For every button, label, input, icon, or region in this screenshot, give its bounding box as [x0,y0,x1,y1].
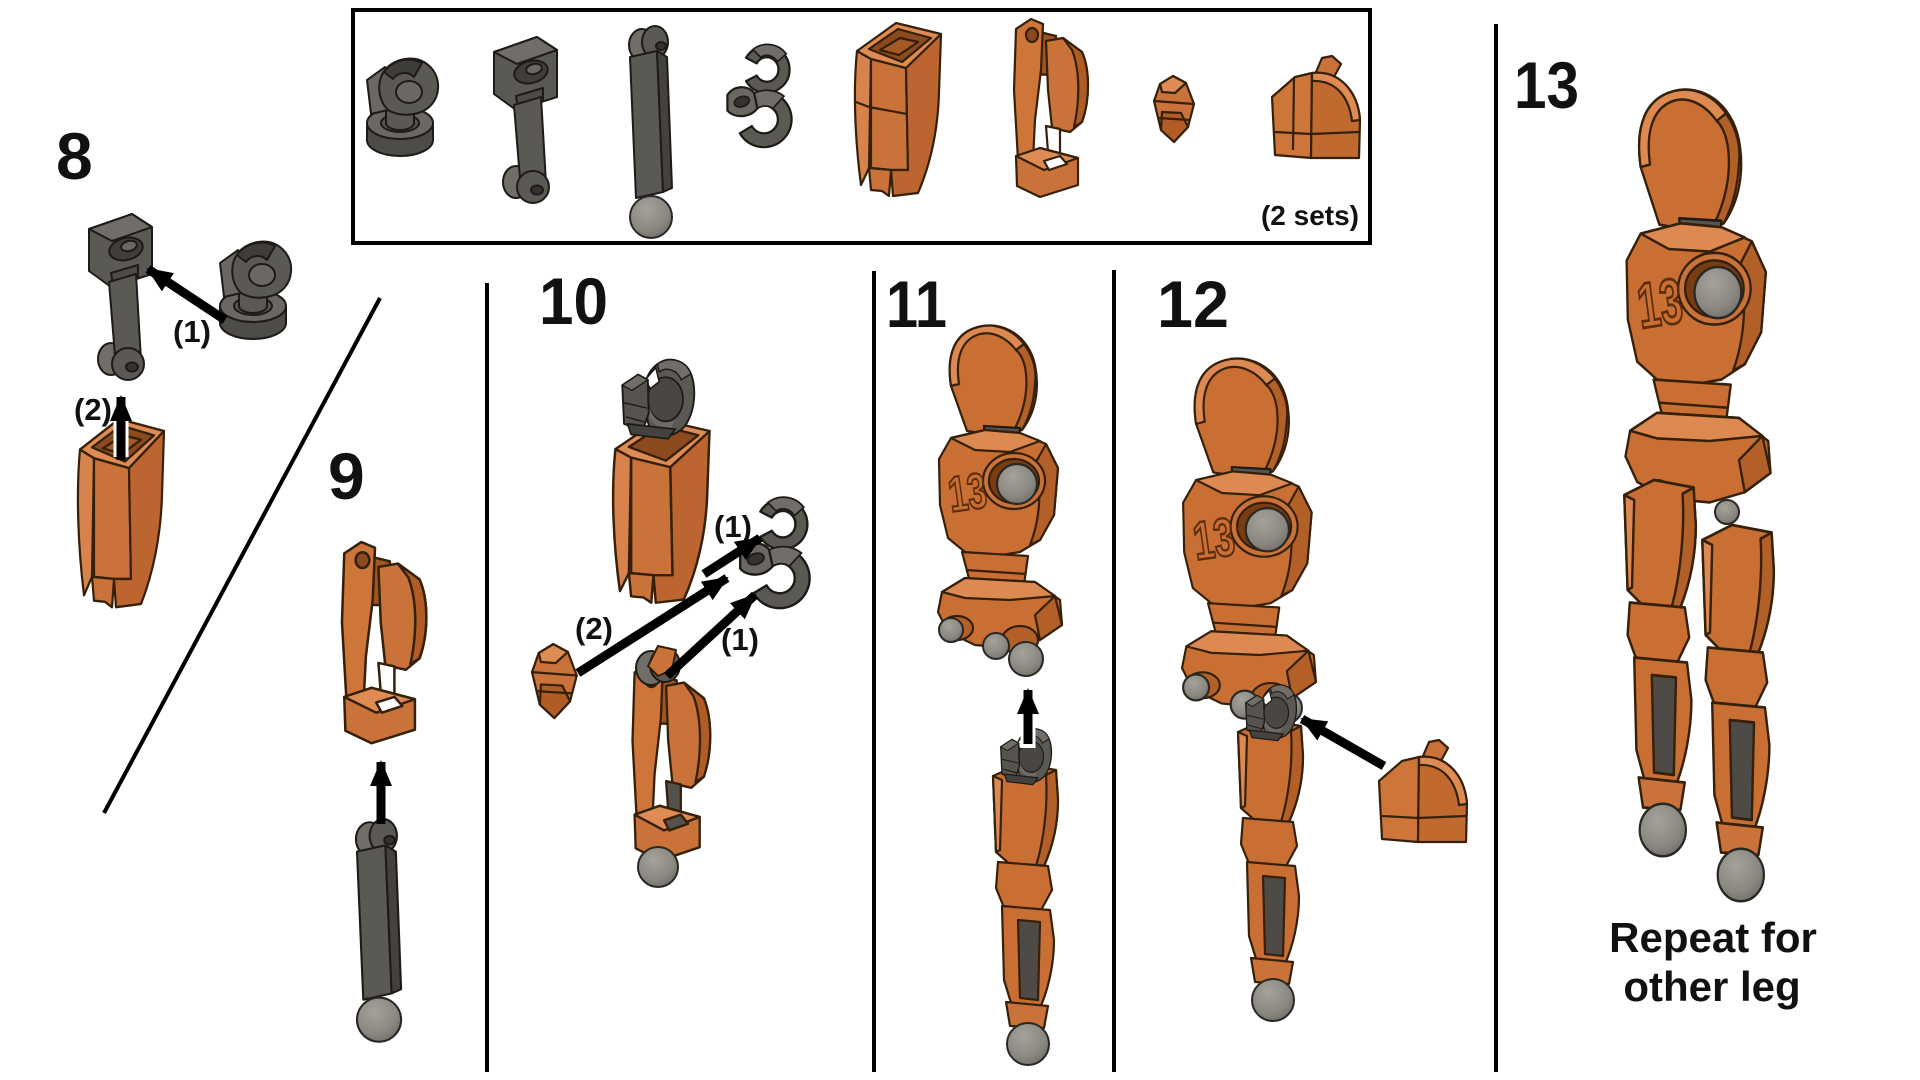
svg-text:12: 12 [1157,267,1229,341]
svg-text:other leg: other leg [1623,963,1800,1010]
svg-text:9: 9 [328,439,365,513]
svg-text:13: 13 [1189,507,1238,572]
svg-text:13: 13 [1514,48,1579,122]
svg-text:(2): (2) [74,392,112,427]
svg-text:Repeat for: Repeat for [1609,914,1817,961]
svg-text:(2): (2) [575,611,613,646]
svg-text:(1): (1) [721,622,759,657]
svg-text:(1): (1) [714,509,752,544]
svg-text:(1): (1) [173,314,211,349]
svg-text:11: 11 [886,267,947,341]
svg-text:13: 13 [1633,264,1686,342]
svg-text:8: 8 [56,119,93,193]
svg-text:(2 sets): (2 sets) [1261,200,1359,231]
svg-text:13: 13 [945,462,990,523]
svg-text:10: 10 [539,264,608,338]
